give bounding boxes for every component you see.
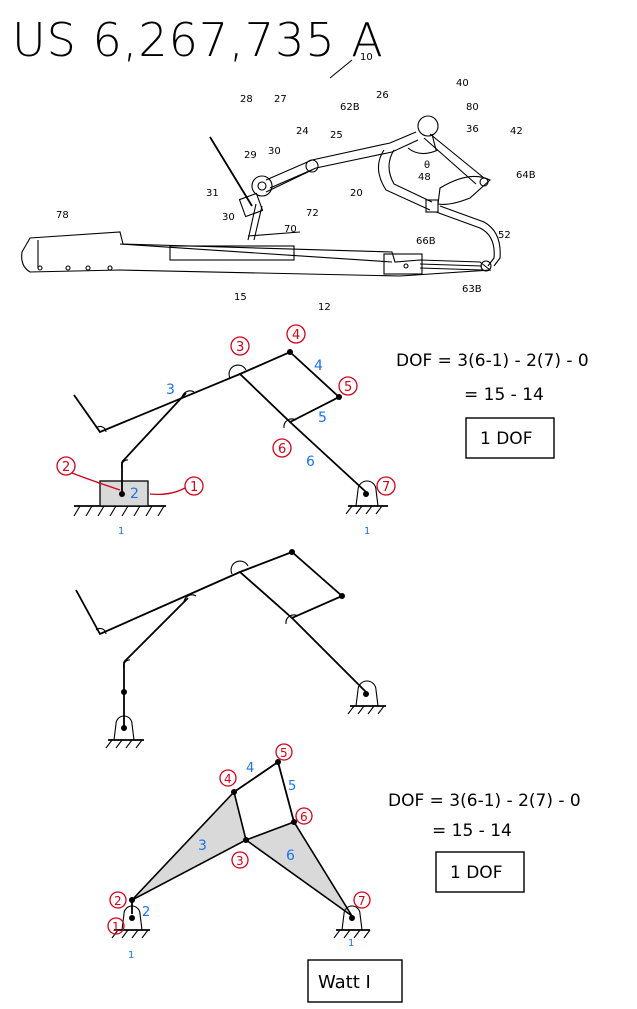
joint-label-6: 6 — [272, 438, 292, 458]
d3-link-label-4: 4 — [246, 761, 254, 776]
kinematic-diagram-2 — [75, 549, 386, 749]
link-label-6: 6 — [306, 454, 315, 470]
d3-link-label-2: 2 — [142, 905, 150, 920]
joint-label-3: 3 — [230, 336, 250, 356]
svg-text:2: 2 — [62, 460, 70, 475]
label-31: 31 — [206, 188, 219, 199]
kinematic-diagram-3: 1 2 3 4 5 6 7 2 3 4 5 6 1 — [107, 743, 581, 1003]
mechanism-name: Watt I — [318, 972, 371, 993]
d3-joint-label-2: 2 — [109, 891, 127, 909]
d3-link-label-5: 5 — [288, 779, 296, 794]
d3-joint-label-7: 7 — [353, 891, 371, 909]
label-66b: 66B — [416, 236, 436, 247]
label-15: 15 — [234, 292, 247, 303]
dof-equation-2: = 15 - 14 — [464, 385, 544, 405]
d3-joint-label-5: 5 — [275, 743, 293, 761]
d3-joint-label-3: 3 — [231, 851, 249, 869]
label-40: 40 — [456, 78, 469, 89]
svg-text:1: 1 — [190, 480, 198, 495]
link-label-5: 5 — [318, 410, 327, 426]
svg-text:6: 6 — [278, 442, 286, 457]
dof-equation-1: DOF = 3(6-1) - 2(7) - 0 — [396, 351, 589, 371]
link-label-4: 4 — [314, 358, 323, 374]
mechanism-name-box — [307, 959, 403, 1003]
label-80: 80 — [466, 102, 479, 113]
label-10: 10 — [360, 52, 373, 63]
svg-text:4: 4 — [224, 772, 232, 786]
label-52: 52 — [498, 230, 511, 241]
ground-label-1: 1 — [118, 526, 124, 537]
d3-dof-equation-1: DOF = 3(6-1) - 2(7) - 0 — [388, 791, 581, 811]
label-25: 25 — [330, 130, 343, 141]
svg-text:7: 7 — [382, 480, 390, 495]
svg-text:1: 1 — [112, 920, 120, 934]
joint-label-4: 4 — [286, 324, 306, 344]
joint-label-2: 2 — [56, 456, 121, 491]
joint-label-5: 5 — [338, 376, 358, 396]
d3-dof-equation-2: = 15 - 14 — [432, 821, 512, 841]
joint-label-1: 1 — [149, 476, 204, 496]
link-label-3: 3 — [166, 382, 175, 398]
svg-text:2: 2 — [114, 894, 122, 908]
label-29: 29 — [244, 150, 257, 161]
label-36: 36 — [466, 124, 479, 135]
label-48: 48 — [418, 172, 431, 183]
d3-ground-label-2: 1 — [348, 938, 354, 949]
d3-dof-result: 1 DOF — [450, 863, 502, 883]
patent-title: US 6,267,735 A — [12, 13, 384, 67]
svg-text:7: 7 — [358, 894, 366, 908]
kinematic-diagram-1: 1 2 3 4 5 6 7 2 3 4 5 6 — [56, 324, 589, 537]
d3-link-label-3: 3 — [198, 838, 207, 854]
label-30a: 30 — [268, 146, 281, 157]
label-62b: 62B — [340, 102, 360, 113]
dof-result-box — [465, 417, 555, 459]
patent-figure: 10 26 40 80 62B 28 27 24 25 36 42 29 30 … — [21, 52, 536, 313]
dof-result: 1 DOF — [480, 429, 532, 449]
d3-joint-label-4: 4 — [219, 769, 237, 787]
label-70: 70 — [284, 224, 297, 235]
label-28: 28 — [240, 94, 253, 105]
label-20: 20 — [350, 188, 363, 199]
label-26: 26 — [376, 90, 389, 101]
link-label-2: 2 — [130, 486, 139, 502]
svg-text:5: 5 — [280, 746, 288, 760]
svg-text:5: 5 — [344, 380, 352, 395]
d3-ground-label-1: 1 — [128, 950, 134, 961]
d3-joint-label-6: 6 — [295, 807, 313, 825]
svg-text:4: 4 — [292, 328, 300, 343]
label-30b: 30 — [222, 212, 235, 223]
label-theta: θ — [424, 160, 430, 171]
ground-label-2: 1 — [364, 526, 370, 537]
svg-text:3: 3 — [236, 854, 244, 868]
label-12: 12 — [318, 302, 331, 313]
label-42: 42 — [510, 126, 523, 137]
label-63b: 63B — [462, 284, 482, 295]
d3-link-label-6: 6 — [286, 848, 295, 864]
d3-dof-result-box — [435, 851, 525, 893]
d3-joint-label-1: 1 — [107, 917, 125, 935]
label-72: 72 — [306, 208, 319, 219]
joint-label-7: 7 — [376, 476, 396, 496]
svg-text:6: 6 — [300, 810, 308, 824]
label-78: 78 — [56, 210, 69, 221]
label-24: 24 — [296, 126, 309, 137]
svg-text:3: 3 — [236, 340, 244, 355]
label-64b: 64B — [516, 170, 536, 181]
label-27: 27 — [274, 94, 287, 105]
